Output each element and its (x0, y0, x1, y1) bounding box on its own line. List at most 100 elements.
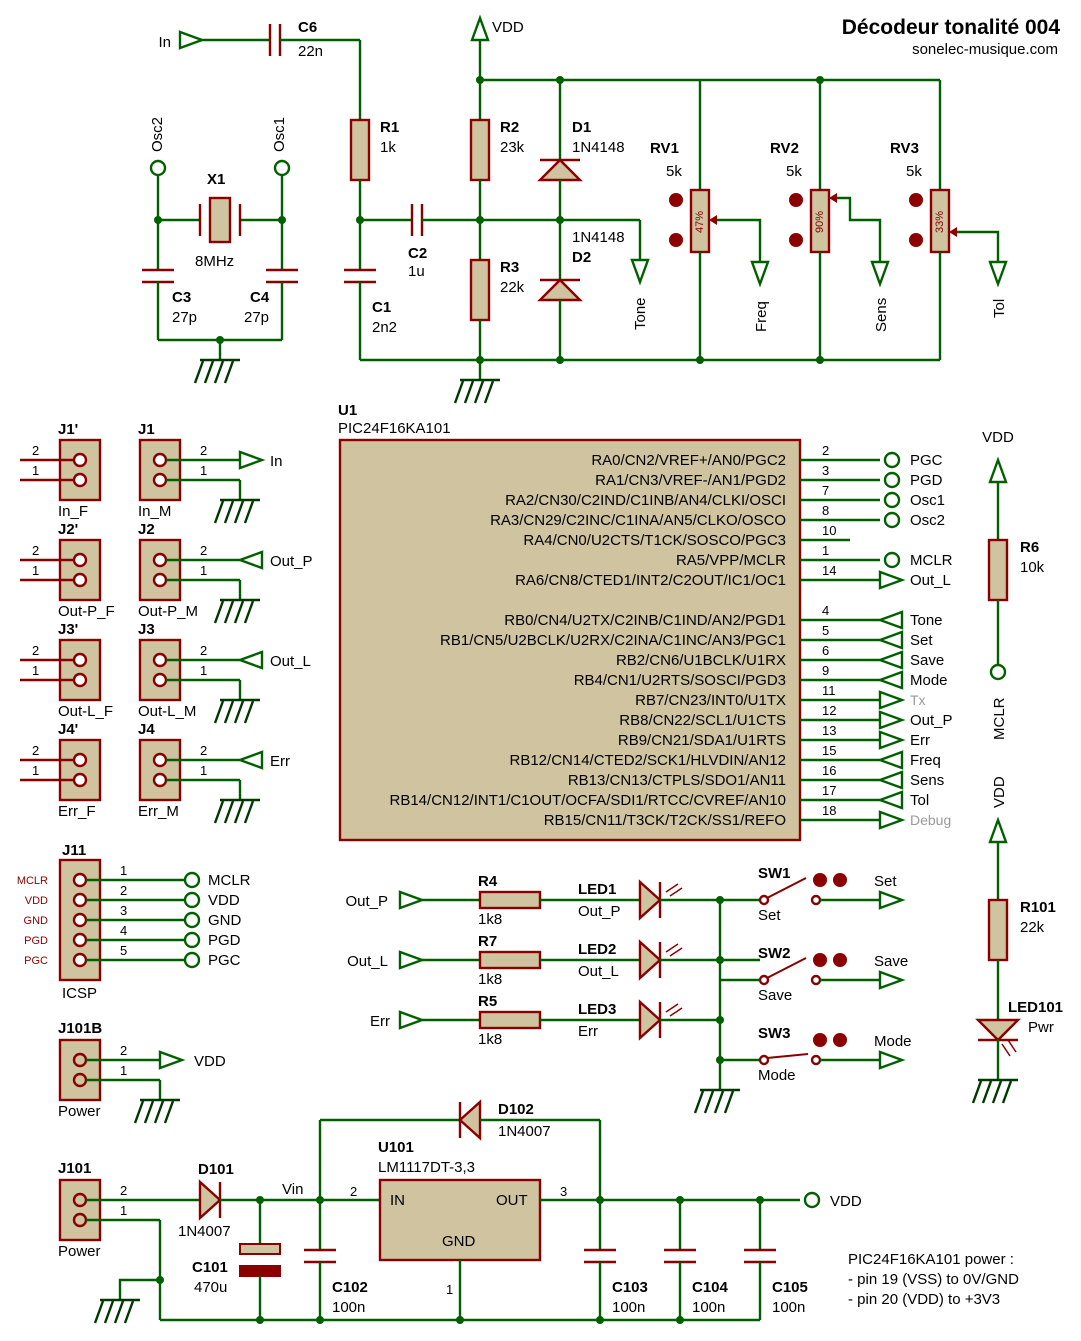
u1-pin-net: Debug (910, 812, 951, 828)
rv3-val: 5k (906, 163, 922, 180)
connector-net: Out_P (270, 553, 313, 570)
pot-knob-icon (909, 193, 923, 207)
input-port-icon (876, 770, 904, 790)
d102-val: 1N4007 (498, 1123, 551, 1140)
sw2-ref: SW2 (758, 945, 791, 962)
j101b-body (58, 1038, 102, 1102)
led3-body (638, 999, 662, 1041)
ground-icon (971, 1078, 1018, 1104)
u1-pin-number: 16 (822, 763, 836, 778)
schematic-title: Décodeur tonalité 004 (842, 16, 1061, 39)
ground-icon (193, 358, 240, 384)
ground-icon (213, 598, 260, 624)
u1-pin-net: Tone (910, 612, 943, 629)
sw1-net: Set (874, 873, 897, 890)
pin-number: 1 (200, 563, 207, 578)
mclr-pullup: VDD R6 10k MCLR (982, 429, 1045, 740)
ground-icon (93, 1298, 140, 1324)
note-line-1: PIC24F16KA101 power : (848, 1251, 1014, 1268)
terminal-icon (183, 931, 201, 949)
u1-pin-net: Out_P (910, 712, 953, 729)
c2-ref: C2 (408, 245, 427, 262)
u1-pin-name: RB9/CN21/SDA1/U1RTS (618, 732, 786, 749)
connectors-block: J1'In_F21J1In_M21InJ2'Out-P_F21J2Out-P_M… (20, 421, 313, 824)
r101-body (987, 898, 1009, 962)
terminal-icon (883, 511, 901, 529)
u1-pin-name: RB14/CN12/INT1/C1OUT/OCFA/SDI1/RTCC/CVRE… (390, 792, 787, 809)
d101-val: 1N4007 (178, 1223, 231, 1240)
u1-pin-name: RB12/CN14/CTED2/SCK1/HLVDIN/AN12 (510, 752, 787, 769)
c4-val: 27p (244, 309, 269, 326)
u1-pin-number: 6 (822, 643, 829, 658)
u1-pin-net: Mode (910, 672, 948, 689)
r2-body (469, 118, 491, 182)
u1-pin-name: RB1/CN5/U2BCLK/U2RX/C2INA/C1INC/AN3/PGC1 (440, 632, 786, 649)
u1-pin-net: PGD (910, 472, 943, 489)
connector-val: In_F (58, 503, 88, 520)
d1-body (537, 158, 583, 182)
u1-pin-number: 8 (822, 503, 829, 518)
c101-val: 470u (194, 1279, 227, 1296)
c101-ref: C101 (192, 1259, 228, 1276)
connector-ref: J3' (58, 621, 78, 638)
c102-val: 100n (332, 1299, 365, 1316)
connector: J2'Out-P_F21 (20, 521, 115, 620)
led3-net-label: Err (370, 1013, 390, 1030)
u1-pin-name: RB4/CN1/U2RTS/SOSCI/PGD3 (574, 672, 786, 689)
x1-body (208, 196, 232, 244)
connector-ref: J4 (138, 721, 155, 738)
sw3-net: Mode (874, 1033, 912, 1050)
led101-body (975, 1018, 1021, 1042)
out-l-port-icon (398, 950, 426, 970)
icsp-pin-number: 2 (120, 883, 127, 898)
output-port-icon (878, 810, 906, 830)
button-cap-icon (833, 873, 847, 887)
j11-ref: J11 (62, 842, 86, 859)
icsp-side-label: VDD (25, 895, 48, 907)
u1-pin-number: 15 (822, 743, 836, 758)
u1-pin-name: RA3/CN29/C2INC/C1INA/AN5/CLKO/OSCO (490, 512, 786, 529)
input-port-icon (876, 790, 904, 810)
u1-pin-net: Tol (910, 792, 929, 809)
crystal-oscillator: Osc2 Osc1 X1 8MHz C3 27p C4 27p (142, 117, 298, 384)
terminal-icon (883, 471, 901, 489)
pin-number: 2 (32, 743, 39, 758)
icsp-pin-number: 5 (120, 943, 127, 958)
u1-pin-number: 13 (822, 723, 836, 738)
button-cap-icon (813, 1033, 827, 1047)
terminal-icon (183, 871, 201, 889)
u1-pin-number: 9 (822, 663, 829, 678)
x1-ref: X1 (207, 171, 225, 188)
r3-body (469, 258, 491, 322)
connector: J1'In_F21 (20, 421, 102, 520)
connector-val: Err_F (58, 803, 96, 820)
u1-pin-net: Out_L (910, 572, 951, 589)
c101-plate-neg (239, 1265, 281, 1277)
icsp-net-label: GND (208, 912, 242, 929)
c102-ref: C102 (332, 1279, 368, 1296)
terminal-icon (883, 551, 901, 569)
rv1-val: 5k (666, 163, 682, 180)
r3-val: 22k (500, 279, 525, 296)
c105-val: 100n (772, 1299, 805, 1316)
connector-ref: J3 (138, 621, 155, 638)
d2-ref: D2 (572, 249, 591, 266)
connector-net: Out_L (270, 653, 311, 670)
led2-ref: LED2 (578, 941, 616, 958)
d2-val: 1N4148 (572, 229, 625, 246)
led1-net-label: Out_P (345, 893, 388, 910)
icsp-pin-number: 1 (120, 863, 127, 878)
r5-body (478, 1010, 542, 1030)
j11-val: ICSP (62, 985, 97, 1002)
r101-ref: R101 (1020, 899, 1056, 916)
output-port-icon (878, 730, 906, 750)
pot-knob-icon (789, 193, 803, 207)
button-cap-icon (813, 953, 827, 967)
r4-val: 1k8 (478, 911, 502, 928)
sw3-ref: SW3 (758, 1025, 791, 1042)
j101b-connector: J101B Power 2 1 VDD (58, 1020, 226, 1124)
sw2-val: Save (758, 987, 792, 1004)
c6-ref: C6 (298, 19, 317, 36)
